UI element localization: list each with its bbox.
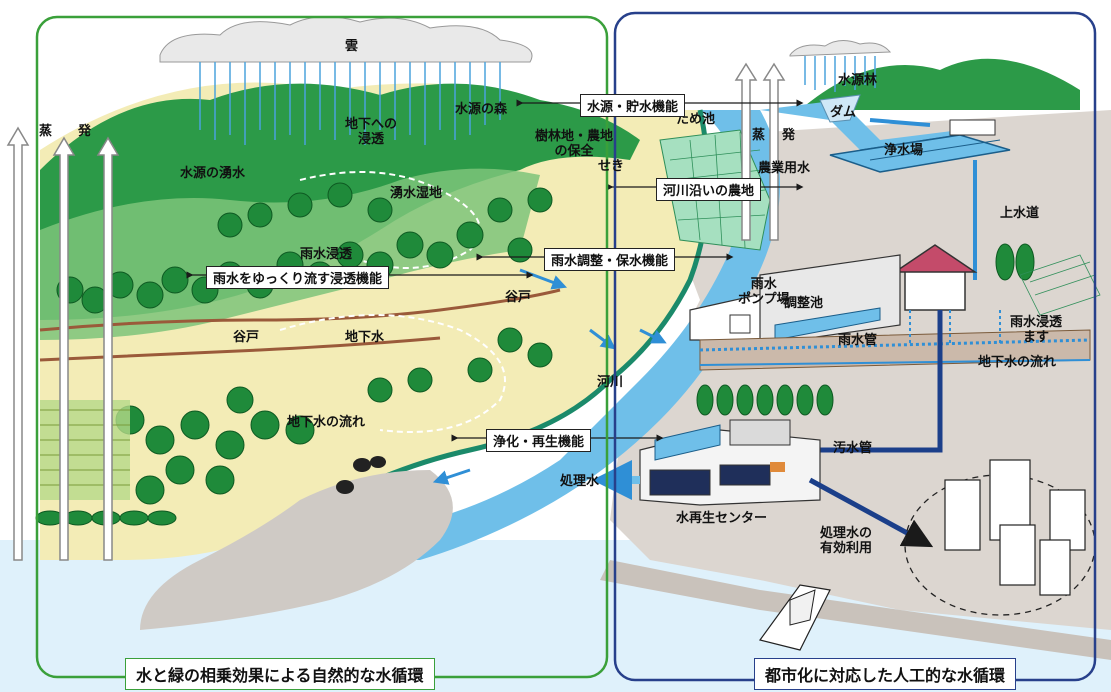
right-hill [800,58,1080,110]
storm-pipe-label: 雨水管 [838,333,878,348]
crop-rows [40,409,130,486]
spring-wetland-label: 湧水湿地 [390,186,443,201]
water-plant-label: 浄水場 [884,143,924,158]
cloud-shape [159,16,533,63]
center-trees [696,384,834,416]
strata-line-1 [39,288,561,332]
rain-pump-label: 雨水 ポンプ場 [738,277,790,307]
groundwater-flow-left-label: 地下水の流れ [287,415,366,430]
regulating-pond-structure [759,254,901,346]
riverside-farmland-box: 河川沿いの農地 [656,178,762,201]
evaporation-arrows-right [734,62,786,241]
evaporation-arrows-left [6,126,120,561]
yato-label-1: 谷戸 [505,290,532,305]
rain-lines [199,62,501,145]
urban-coast [600,560,1111,660]
purification-box: 浄化・再生機能 [486,429,592,452]
sewage-pipe-label: 汚水管 [833,441,873,456]
rock-1 [353,458,371,472]
groundwater-flow-path [279,314,506,433]
forest-source-label: 水源の森 [455,102,508,117]
dam-label: ダム [830,105,857,120]
yato-label-2: 谷戸 [233,330,260,345]
gray-shore [140,470,453,630]
rain-infiltration-label: 雨水浸透 [300,247,353,262]
rain-infiltration-masu-label: 雨水浸透 ます [1010,315,1063,345]
water-forest-label: 水源林 [838,73,878,88]
house [892,244,978,311]
rain-lines-right [804,56,876,92]
city-buildings [944,459,1086,596]
evap-left-char-1: 蒸 [39,124,53,139]
water-plant-building [829,119,1011,173]
groundwater-flow-path-2 [299,171,481,269]
crop-field [40,400,130,500]
reclamation-center-label: 水再生センター [676,511,768,526]
groundwater-infiltration-label: 地下への 浸透 [345,117,398,147]
water-supply-label: 上水道 [1000,206,1040,221]
woodland-farmland-label: 樹林地・農地 の保全 [535,129,614,159]
sewage-pipe [800,310,943,453]
groundwater-flow-right-label: 地下水の流れ [978,355,1057,370]
cloud-right [789,40,892,57]
urban-cycle-caption: 都市化に対応した人工的な水循環 [754,658,1017,690]
bottom-tree-row [35,510,177,526]
rock-2 [370,456,386,468]
natural-cycle-caption: 水と緑の相乗効果による自然的な水循環 [125,658,435,690]
groundwater-label: 地下水 [345,330,385,345]
storm-pipe-line [699,338,1091,352]
effective-use-arrow [808,477,934,548]
treated-water-label: 処理水 [560,474,600,489]
ship [758,584,831,651]
spring-water-label: 水源の湧水 [180,166,246,181]
reclamation-center-building [639,419,821,506]
rain-regulation-box: 雨水調整・保水機能 [544,248,676,271]
rock-3 [336,480,354,494]
weir-label: せき [598,159,625,174]
supply-pipe [869,118,977,280]
source-storage-box: 水源・貯水機能 [580,94,686,117]
right-trees [995,243,1035,281]
evap-right-char-1: 蒸 [752,128,766,143]
effective-use-label: 処理水の 有効利用 [820,526,873,556]
evap-left-char-2: 発 [78,124,92,139]
cloud-label: 雲 [345,39,359,54]
reservoir-pond-label: ため池 [676,112,716,127]
river-label: 河川 [597,375,624,390]
right-groundwater-line [699,359,1091,366]
pump-station [689,289,781,341]
regulating-pond-label: 調整池 [784,296,824,311]
slow-infiltration-box: 雨水をゆっくり流す浸透機能 [206,266,390,289]
evap-right-char-2: 発 [782,128,796,143]
forest-trees [56,182,553,505]
lattice-patch [1019,254,1101,316]
dam-structure [819,94,861,123]
agri-water-label: 農業用水 [758,161,811,176]
